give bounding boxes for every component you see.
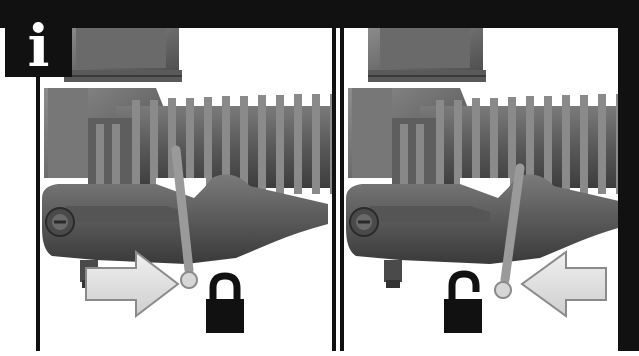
info-badge: i — [5, 17, 72, 77]
info-icon: i — [27, 17, 49, 75]
arrow-left-icon — [522, 252, 606, 316]
panel-unlocked — [346, 26, 639, 333]
panel-locked — [42, 26, 346, 333]
top-frame-bar — [0, 0, 639, 28]
padlock-open-icon — [444, 274, 482, 333]
padlock-closed-icon — [206, 276, 244, 333]
